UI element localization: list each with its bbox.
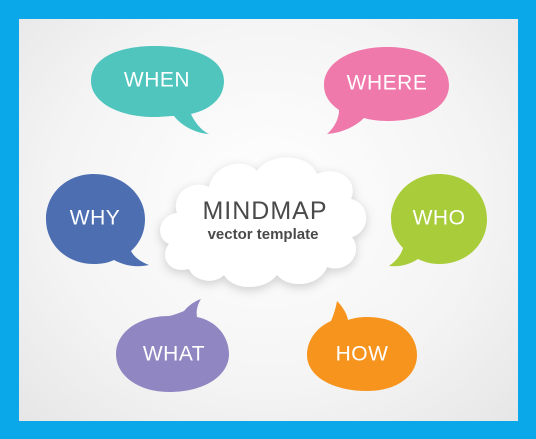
bubble-how[interactable]: HOW (307, 301, 417, 391)
mindmap-diagram: MINDMAP vector template WHEN WHERE WHY W… (46, 46, 487, 392)
bubble-where[interactable]: WHERE (324, 47, 449, 134)
when-label: WHEN (124, 69, 190, 92)
center-title: MINDMAP (202, 197, 327, 225)
what-bubble-shape (116, 299, 229, 392)
who-bubble-shape (389, 174, 487, 267)
why-label: WHY (70, 207, 121, 230)
what-label: WHAT (143, 343, 205, 366)
when-bubble-shape (91, 46, 224, 134)
diagram-canvas: MINDMAP vector template WHEN WHERE WHY W… (19, 19, 518, 421)
center-cloud (160, 157, 367, 287)
cloud-shape (160, 157, 367, 287)
how-label: HOW (336, 343, 389, 366)
where-bubble-shape (324, 47, 449, 134)
bubble-when[interactable]: WHEN (91, 46, 224, 134)
bubble-what[interactable]: WHAT (116, 299, 229, 392)
bubble-why[interactable]: WHY (46, 174, 149, 267)
how-bubble-shape (307, 301, 417, 391)
who-label: WHO (413, 207, 466, 230)
why-bubble-shape (46, 174, 149, 267)
bubble-who[interactable]: WHO (389, 174, 487, 267)
where-label: WHERE (347, 72, 428, 95)
center-subtitle: vector template (208, 226, 319, 243)
